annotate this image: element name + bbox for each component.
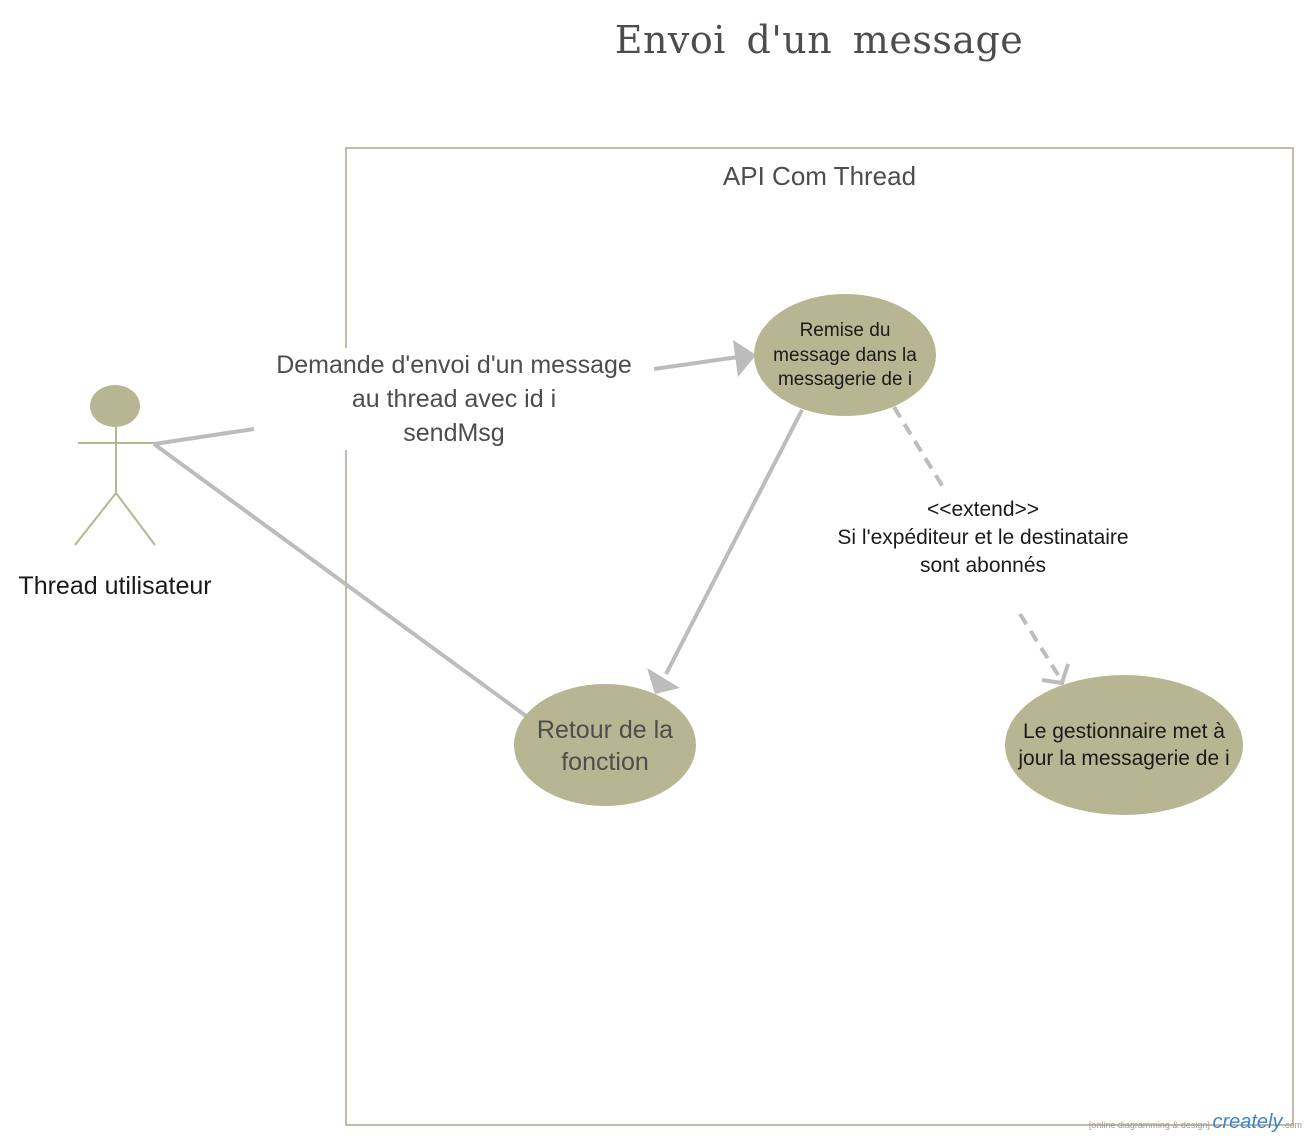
return-arrowhead	[647, 668, 680, 694]
system-label: API Com Thread	[722, 161, 917, 191]
watermark-tld: .com	[1282, 1120, 1302, 1130]
actor-figure[interactable]	[74, 385, 156, 546]
actor-right-leg	[115, 492, 156, 546]
association-arrowhead	[733, 340, 756, 377]
actor-left-leg	[74, 492, 117, 546]
return-arrow-line[interactable]	[664, 409, 804, 675]
association-line-end[interactable]	[653, 355, 739, 371]
extend-line-bottom[interactable]	[1018, 612, 1062, 680]
association-label-line-3: sendMsg	[403, 419, 505, 447]
use-case-retour[interactable]	[514, 684, 696, 806]
association-line-start[interactable]	[153, 427, 255, 446]
diagram-title: Envoi d'un message	[614, 18, 1024, 62]
creately-watermark[interactable]: [online diagramming & design] creately.c…	[1089, 1111, 1302, 1134]
use-case-retour-label: Retour de la fonction	[536, 715, 674, 777]
extend-line-top[interactable]	[892, 405, 948, 494]
association-message-label: Demande d'envoi d'un message au thread a…	[254, 348, 654, 450]
extend-label: <<extend>> Si l'expéditeur et le destina…	[808, 496, 1158, 580]
association-label-line-2: au thread avec id i	[351, 385, 557, 413]
extend-condition-line-2: sont abonnés	[919, 554, 1047, 577]
watermark-tagline: [online diagramming & design]	[1088, 1120, 1210, 1130]
use-case-remise[interactable]	[754, 294, 936, 416]
system-boundary: API Com Thread	[345, 147, 1294, 1126]
extend-open-arrowhead	[1041, 663, 1070, 686]
use-case-gestionnaire-label: Le gestionnaire met à jour la messagerie…	[1018, 719, 1230, 770]
use-case-remise-label: Remise du message dans la messagerie de …	[773, 319, 917, 391]
extend-condition-line-1: Si l'expéditeur et le destinataire	[837, 526, 1129, 549]
association-line-retour[interactable]	[152, 442, 528, 718]
extend-stereotype: <<extend>>	[926, 498, 1040, 521]
association-label-line-1: Demande d'envoi d'un message	[276, 351, 632, 379]
use-case-gestionnaire[interactable]	[1005, 675, 1243, 815]
watermark-brand: creately	[1212, 1111, 1283, 1133]
actor-label: Thread utilisateur	[18, 572, 212, 600]
actor-head	[90, 385, 140, 427]
